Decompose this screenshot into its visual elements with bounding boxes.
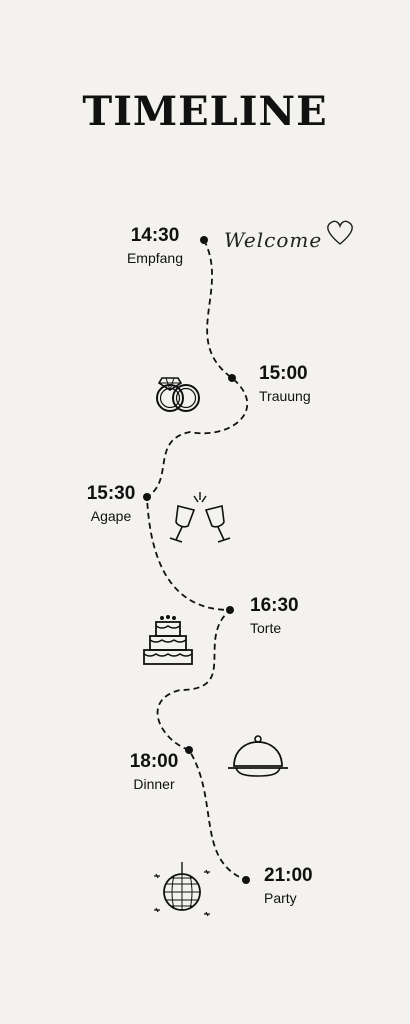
champagne-glasses-icon [169, 492, 231, 543]
dot-5 [185, 746, 193, 754]
event-label: Party [264, 890, 297, 906]
dot-3 [143, 493, 151, 501]
event-label: Agape [90, 508, 132, 524]
cloche-icon [228, 735, 288, 777]
event-empfang: 14:30 Empfang [118, 226, 192, 265]
event-party: 21:00 Party [264, 866, 313, 905]
event-label: Torte [250, 620, 282, 636]
event-time: 15:30 [86, 483, 136, 504]
dot-4 [226, 606, 234, 614]
dot-1 [200, 236, 208, 244]
event-time: 21:00 [264, 865, 313, 886]
event-time: 18:00 [129, 751, 179, 772]
event-time: 16:30 [250, 595, 299, 616]
page-title: TIMELINE [82, 88, 328, 135]
event-time: 15:00 [259, 363, 308, 384]
dot-2 [228, 374, 236, 382]
welcome-script-icon: Welcome [224, 228, 323, 252]
event-time: 14:30 [130, 225, 180, 246]
dot-6 [242, 876, 250, 884]
disco-ball-icon [154, 862, 210, 917]
event-label: Trauung [259, 388, 311, 404]
event-torte: 16:30 Torte [250, 596, 299, 635]
heart-icon [327, 220, 353, 245]
cake-icon [143, 615, 193, 665]
event-dinner: 18:00 Dinner [122, 752, 186, 791]
event-agape: 15:30 Agape [80, 484, 142, 523]
event-label: Empfang [126, 250, 184, 266]
event-label: Dinner [133, 776, 175, 792]
rings-icon [156, 377, 200, 412]
event-trauung: 15:00 Trauung [259, 364, 311, 403]
